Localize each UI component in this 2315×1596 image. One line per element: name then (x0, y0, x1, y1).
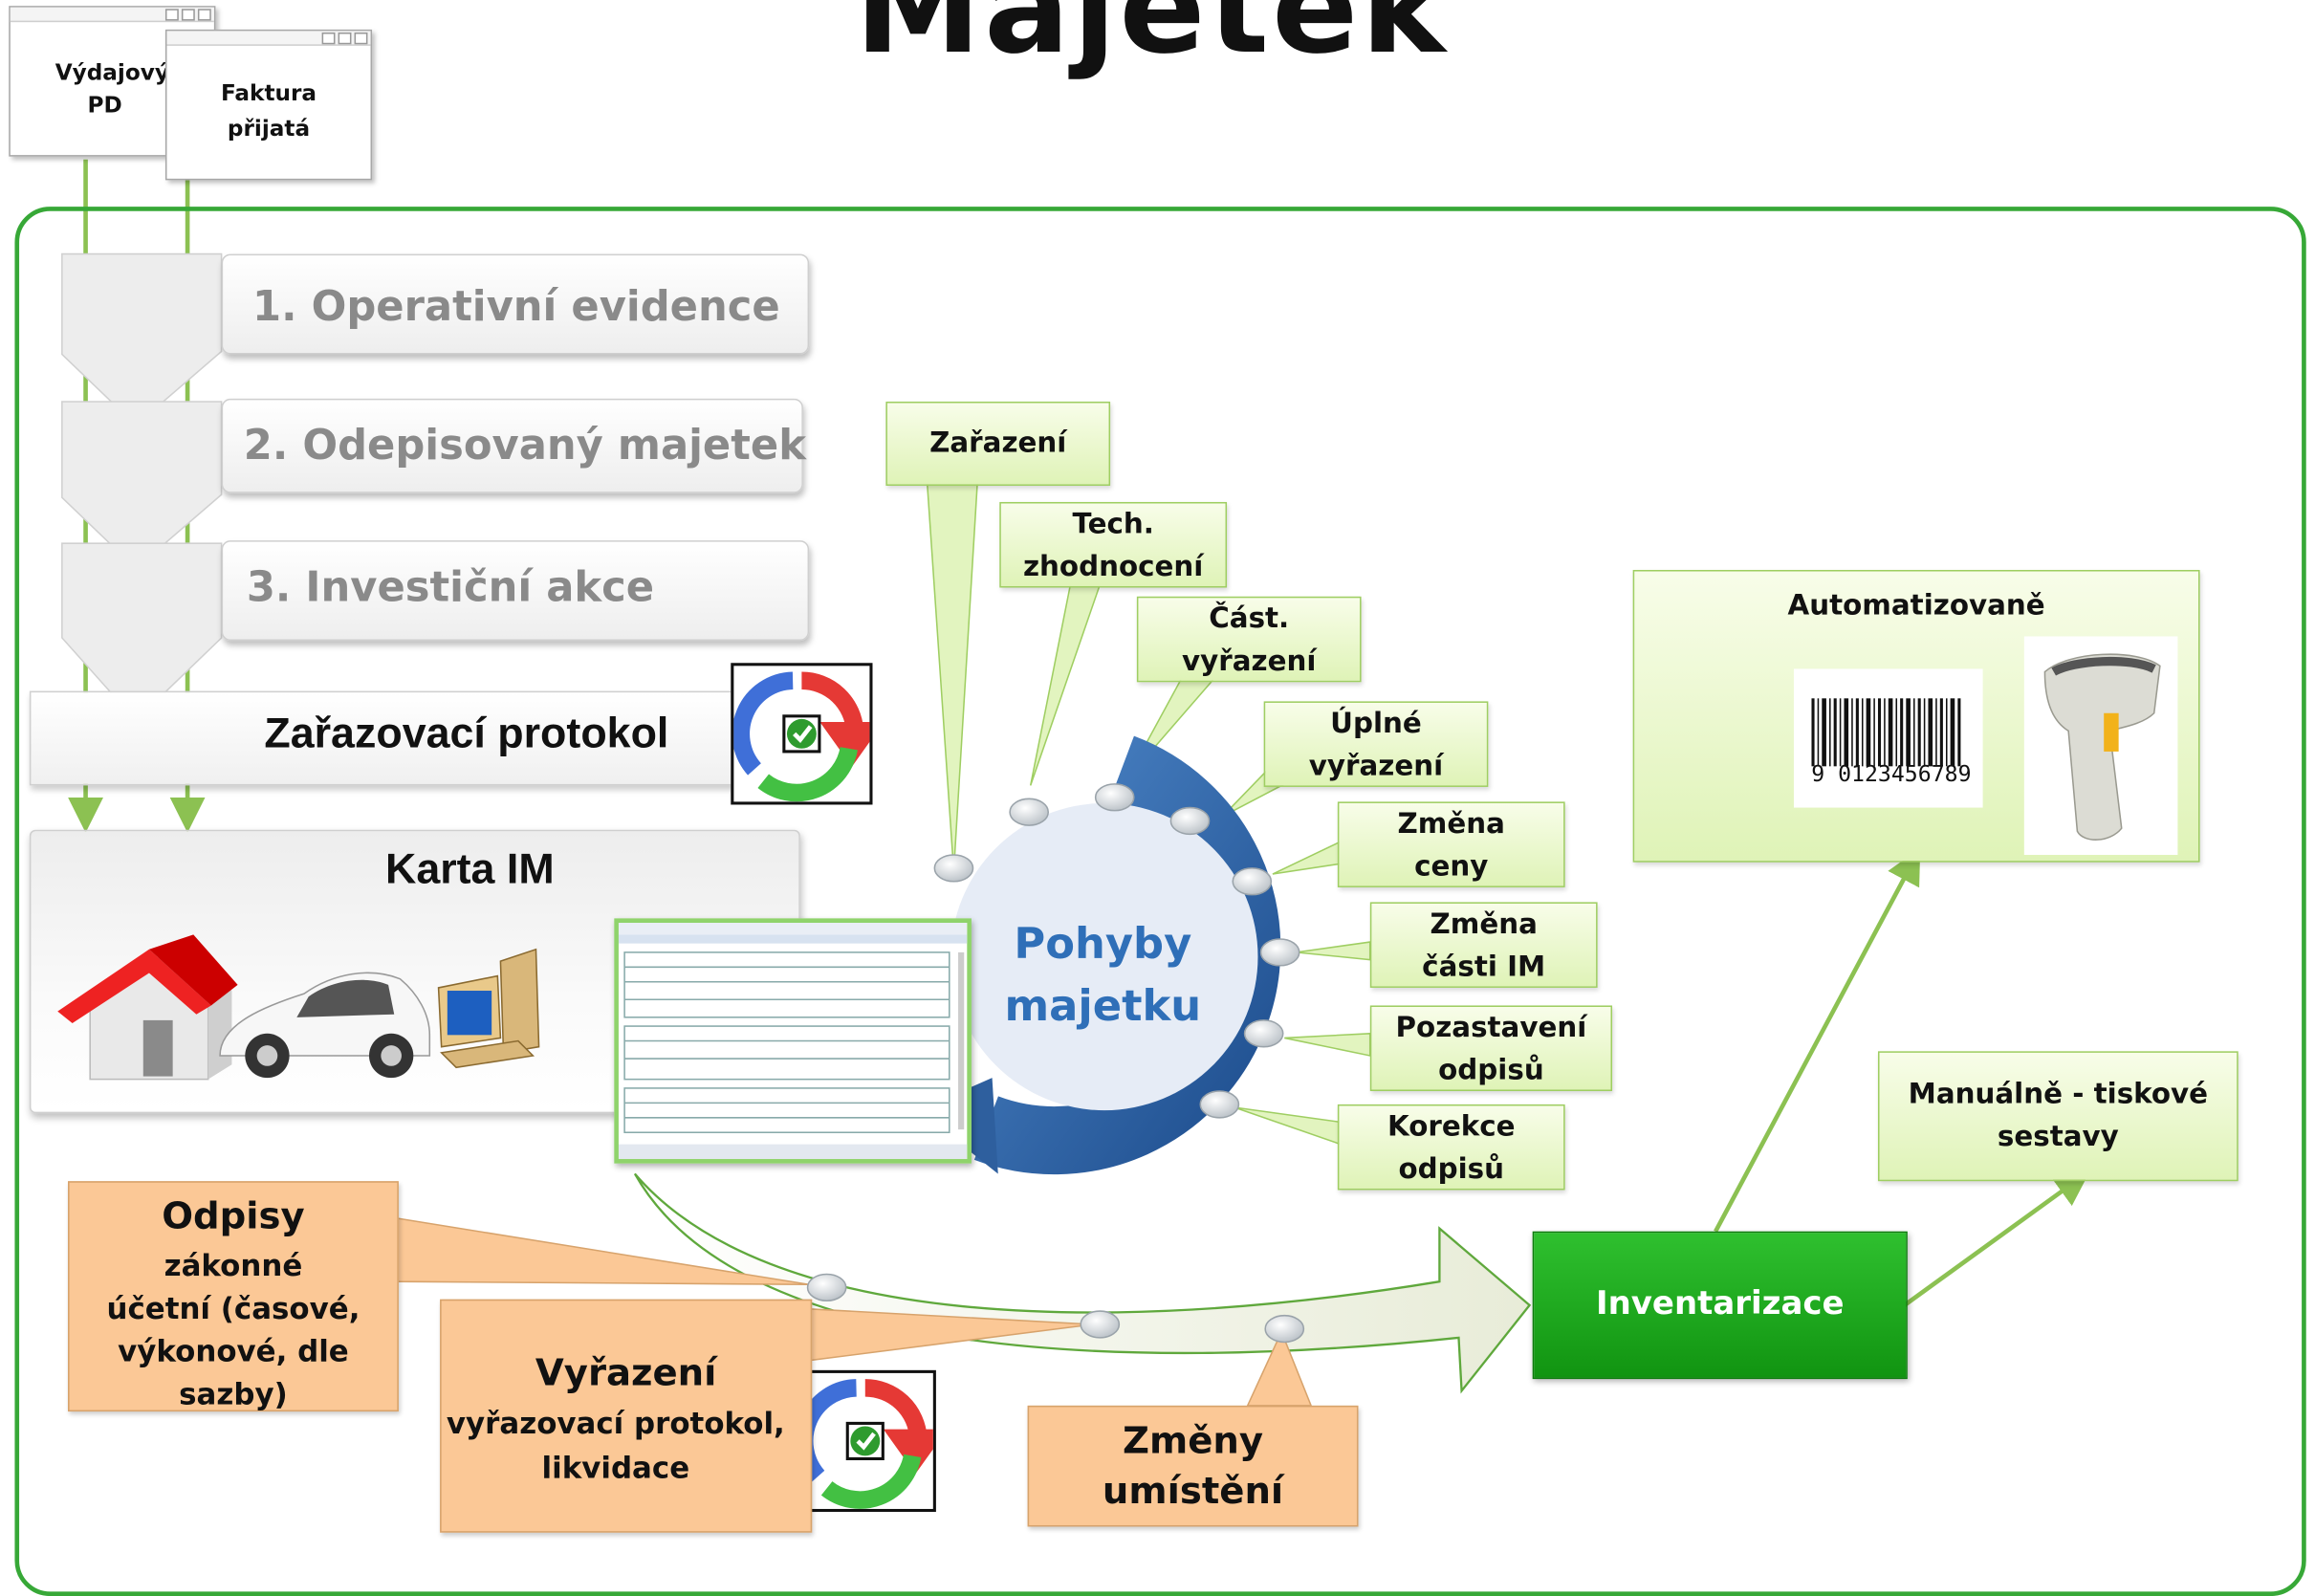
callout-zmena-ceny: Změna ceny (1337, 801, 1565, 887)
car-icon (219, 972, 431, 1079)
bead-arrow-1 (806, 1273, 847, 1302)
step-chevron-2 (61, 401, 223, 570)
line-to-automated (1714, 847, 1921, 1233)
step-3-label: 3. Investiční akce (246, 562, 655, 612)
callout-pointer-cast-im (1296, 941, 1371, 961)
zarazovaci-protokol: Zařazovací protokol (29, 690, 808, 786)
manual-line: sestavy (1997, 1120, 2119, 1153)
bead-arrow-2 (1080, 1310, 1121, 1339)
bead-arrow-3 (1264, 1314, 1305, 1344)
odpisy-line: výkonové, dle (118, 1333, 349, 1369)
movements-label: Pohyby majetku (993, 912, 1214, 1037)
doc2-line2: přijatá (227, 115, 311, 142)
box-zmeny-umisteni: Změny umístění (1027, 1405, 1359, 1527)
callout-text: Pozastavení (1395, 1011, 1587, 1044)
window-bar (166, 31, 371, 46)
callout-text: zhodnocení (1022, 550, 1204, 583)
callout-text: odpisů (1438, 1054, 1544, 1087)
window-bar (10, 7, 214, 23)
callout-text: Tech. (1072, 508, 1154, 541)
odpisy-heading: Odpisy (162, 1194, 305, 1237)
callout-text: Korekce (1387, 1110, 1516, 1144)
step-chevron-3 (61, 542, 223, 722)
box-automatizovane: Automatizovaně 9 0123456789 (1632, 569, 2200, 863)
callout-pozastaveni-odpisu: Pozastavení odpisů (1369, 1005, 1613, 1092)
callout-tech-zhodnoceni: Tech. zhodnocení (999, 501, 1228, 588)
vyrazeni-line: likvidace (541, 1450, 690, 1486)
vyrazeni-line: vyřazovací protokol, (446, 1405, 785, 1441)
callout-zmena-casti-im: Změna části IM (1369, 902, 1598, 988)
callout-text: vyřazení (1308, 750, 1444, 783)
document-faktura-prijata: Faktura přijatá (164, 29, 373, 181)
odpisy-line: zákonné (164, 1247, 303, 1283)
pointer-zmeny (1246, 1329, 1313, 1407)
step-investicni-akce: 3. Investiční akce (221, 540, 810, 642)
protocol-label: Zařazovací protokol (264, 710, 669, 758)
software-screenshot (614, 918, 972, 1164)
callout-text: Zařazení (929, 426, 1067, 460)
step-operativni-evidence: 1. Operativní evidence (221, 253, 810, 355)
movements-line1: Pohyby (1014, 918, 1192, 969)
box-odpisy: Odpisy zákonné účetní (časové, výkonové,… (68, 1181, 399, 1412)
callout-korekce-odpisu: Korekce odpisů (1337, 1104, 1565, 1191)
card-title: Karta IM (384, 845, 555, 894)
callout-text: Změna (1430, 907, 1538, 941)
step-1-label: 1. Operativní evidence (252, 281, 780, 331)
recycle-icon (731, 663, 873, 805)
callout-cast-vyrazeni: Část. vyřazení (1136, 596, 1362, 683)
callout-text: Úplné (1330, 707, 1422, 740)
computer-icon (437, 948, 540, 1069)
callout-text: části IM (1422, 951, 1546, 984)
zmeny-line: Změny (1123, 1418, 1264, 1462)
doc1-line2: PD (87, 91, 122, 119)
box-manualne: Manuálně - tiskové sestavy (1877, 1051, 2239, 1182)
odpisy-line: účetní (časové, (106, 1290, 360, 1326)
asset-illustrations (57, 934, 540, 1081)
inventarizace-box: Inventarizace (1532, 1231, 1908, 1380)
callout-text: Změna (1397, 807, 1505, 841)
ring-center (950, 802, 1258, 1111)
callout-text: Část. (1209, 601, 1290, 635)
line-to-manual (1903, 1170, 2090, 1307)
callout-text: vyřazení (1181, 645, 1317, 678)
doc2-line1: Faktura (220, 79, 317, 107)
barcode-number: 9 0123456789 (1811, 760, 1972, 787)
callout-text: odpisů (1398, 1152, 1505, 1186)
callout-text: ceny (1414, 850, 1489, 884)
callout-uplne-vyrazeni: Úplné vyřazení (1263, 701, 1489, 787)
callout-zarazeni: Zařazení (885, 401, 1111, 486)
barcode-image: 9 0123456789 (1793, 668, 1983, 808)
barcode-icon (1811, 698, 1961, 767)
movements-line2: majetku (1004, 980, 1202, 1031)
house-icon (57, 934, 238, 1081)
callout-pointer-pozast (1284, 1032, 1371, 1057)
scanner-image (2023, 636, 2178, 855)
manual-line: Manuálně - tiskové (1908, 1078, 2209, 1111)
zmeny-line: umístění (1102, 1469, 1284, 1513)
step-odepisovany-majetek: 2. Odepisovaný majetek (221, 398, 806, 493)
recycle-icon (794, 1369, 936, 1513)
odpisy-line: sazby) (179, 1376, 288, 1412)
ring-beads (933, 783, 1300, 1119)
step-2-label: 2. Odepisovaný majetek (243, 421, 806, 470)
vyrazeni-heading: Vyřazení (535, 1350, 717, 1394)
step-chevron-1 (61, 252, 223, 426)
box-vyrazeni: Vyřazení vyřazovací protokol, likvidace (440, 1299, 813, 1533)
barcode-scanner-icon (2043, 653, 2161, 841)
automated-label: Automatizovaně (1787, 589, 2045, 623)
doc1-line1: Výdajový (55, 58, 169, 86)
page-title: Majetek (854, 0, 1449, 83)
